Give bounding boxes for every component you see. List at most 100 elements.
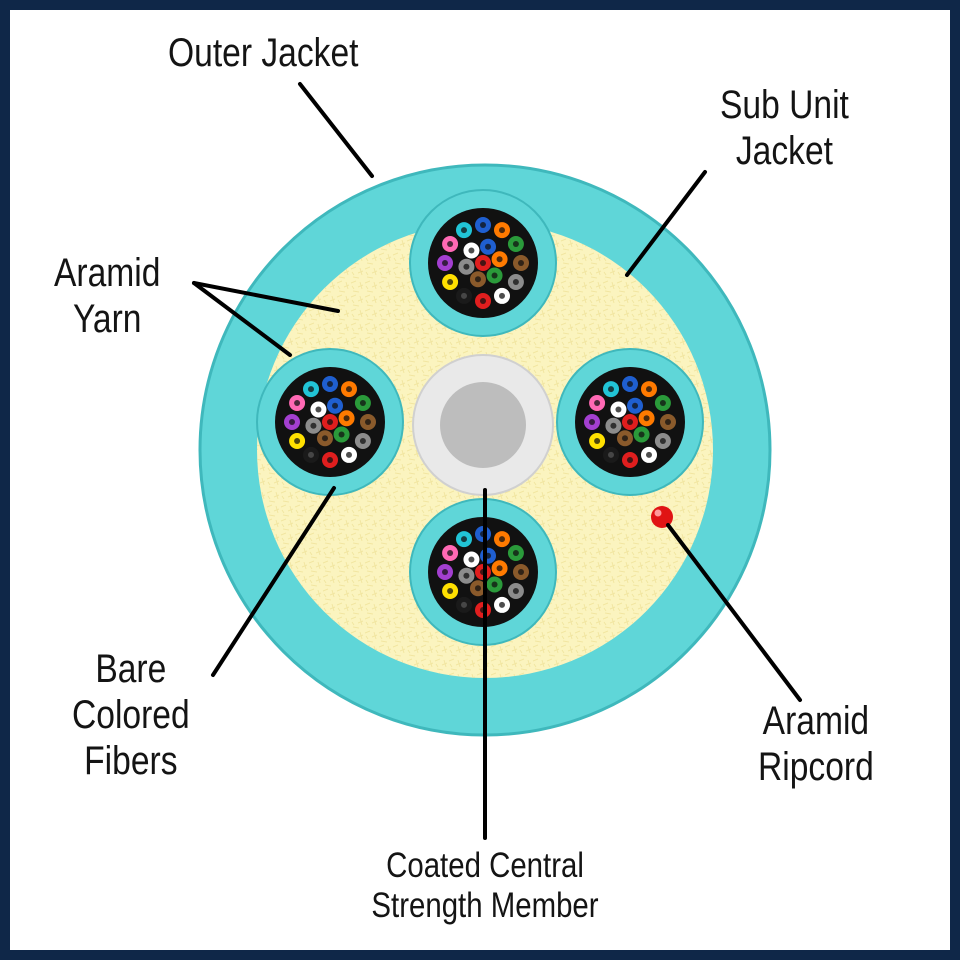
fiber-core bbox=[447, 588, 454, 594]
fiber-core bbox=[327, 381, 333, 387]
fiber-core bbox=[447, 550, 454, 556]
fiber-core bbox=[499, 292, 505, 299]
fiber-core bbox=[480, 298, 486, 304]
fiber-core bbox=[315, 406, 322, 413]
strength-member-core bbox=[440, 382, 526, 468]
fiber-core bbox=[346, 451, 352, 458]
fiber-core bbox=[608, 451, 614, 458]
label-sub-unit-jacket-line-2: Jacket bbox=[735, 129, 833, 173]
fiber-core bbox=[321, 435, 328, 442]
label-strength-member-line-1: Coated Central bbox=[386, 846, 584, 885]
fiber-core bbox=[461, 536, 467, 543]
fiber-core bbox=[512, 279, 519, 285]
fiber-core bbox=[365, 419, 371, 425]
fiber-core bbox=[310, 422, 317, 429]
fiber-core bbox=[447, 279, 454, 285]
fiber-core bbox=[518, 569, 524, 575]
fiber-core bbox=[480, 260, 486, 266]
label-aramid-yarn: Aramid Yarn bbox=[54, 250, 160, 342]
fiber-core bbox=[512, 588, 519, 594]
fiber-core bbox=[474, 585, 481, 592]
label-strength-member-line-2: Strength Member bbox=[371, 886, 599, 925]
label-bare-colored-fibers-line-1: Bare bbox=[95, 647, 167, 691]
fiber-core bbox=[665, 419, 671, 425]
fiber-core bbox=[499, 536, 505, 543]
fiber-core bbox=[289, 419, 295, 425]
label-coated-central-strength-member: Coated Central Strength Member bbox=[371, 846, 598, 926]
fiber-core bbox=[499, 601, 505, 608]
fiber-core bbox=[659, 438, 666, 444]
fiber-core bbox=[594, 400, 601, 406]
label-sub-unit-jacket-line-1: Sub Unit bbox=[720, 83, 849, 127]
fiber-core bbox=[496, 565, 503, 572]
fiber-core bbox=[332, 402, 339, 409]
fiber-core bbox=[468, 247, 475, 254]
fiber-core bbox=[343, 415, 350, 422]
leader-bare-colored-fibers bbox=[211, 486, 336, 677]
label-bare-colored-fibers-line-3: Fibers bbox=[84, 739, 178, 783]
fiber-core bbox=[463, 263, 470, 270]
fiber-core bbox=[327, 419, 333, 425]
fiber-core bbox=[643, 415, 650, 422]
label-outer-jacket: Outer Jacket bbox=[168, 31, 359, 75]
fiber-core bbox=[627, 457, 633, 463]
fiber-core bbox=[589, 419, 595, 425]
fiber-core bbox=[461, 292, 467, 299]
fiber-core bbox=[461, 601, 467, 608]
fiber-core bbox=[474, 276, 481, 283]
ripcord-highlight bbox=[654, 509, 662, 517]
fiber-core bbox=[442, 260, 448, 266]
fiber-core bbox=[632, 402, 639, 409]
fiber-core bbox=[491, 272, 498, 279]
leader-aramid-ripcord bbox=[666, 523, 802, 702]
fiber-core bbox=[447, 241, 454, 247]
label-sub-unit-jacket: Sub Unit Jacket bbox=[720, 82, 849, 174]
fiber-core bbox=[485, 243, 492, 250]
fiber-core bbox=[308, 451, 314, 458]
fiber-core bbox=[461, 227, 467, 234]
sub-unit-top bbox=[409, 189, 557, 337]
fiber-core bbox=[627, 381, 633, 387]
leader-sub-unit-jacket bbox=[625, 170, 707, 277]
sub-unit-left bbox=[256, 348, 404, 496]
fiber-core bbox=[359, 400, 366, 406]
fiber-core bbox=[638, 431, 645, 438]
sub-unit-right bbox=[556, 348, 704, 496]
fiber-core bbox=[491, 581, 498, 588]
fiber-core bbox=[338, 431, 345, 438]
fiber-core bbox=[463, 572, 470, 579]
leader-outer-jacket bbox=[298, 82, 374, 178]
fiber-core bbox=[496, 256, 503, 263]
label-aramid-ripcord-line-2: Ripcord bbox=[758, 745, 874, 789]
label-aramid-ripcord: Aramid Ripcord bbox=[758, 698, 874, 790]
fiber-core bbox=[442, 569, 448, 575]
fiber-core bbox=[294, 438, 301, 444]
sub-unit-bottom bbox=[409, 498, 557, 646]
fiber-core bbox=[359, 438, 366, 444]
fiber-core bbox=[627, 419, 633, 425]
fiber-core bbox=[518, 260, 524, 266]
fiber-core bbox=[646, 451, 652, 458]
fiber-core bbox=[610, 422, 617, 429]
fiber-core bbox=[468, 556, 475, 563]
fiber-core bbox=[327, 457, 333, 463]
fiber-core bbox=[499, 227, 505, 234]
fiber-core bbox=[308, 386, 314, 393]
label-aramid-ripcord-line-1: Aramid bbox=[762, 699, 870, 743]
label-bare-colored-fibers-line-2: Colored bbox=[72, 693, 190, 737]
fiber-core bbox=[512, 241, 519, 247]
fiber-core bbox=[594, 438, 601, 444]
fiber-core bbox=[294, 400, 301, 406]
fiber-core bbox=[646, 386, 652, 393]
label-aramid-yarn-line-2: Yarn bbox=[72, 297, 142, 341]
fiber-core bbox=[480, 222, 486, 228]
fiber-core bbox=[608, 386, 614, 393]
label-bare-colored-fibers: Bare Colored Fibers bbox=[72, 646, 190, 784]
fiber-core bbox=[512, 550, 519, 556]
fiber-core bbox=[615, 406, 622, 413]
label-aramid-yarn-line-1: Aramid bbox=[54, 251, 161, 295]
fiber-core bbox=[621, 435, 628, 442]
leader-aramid-yarn-2 bbox=[192, 281, 292, 357]
leader-aramid-yarn-1 bbox=[192, 281, 340, 313]
